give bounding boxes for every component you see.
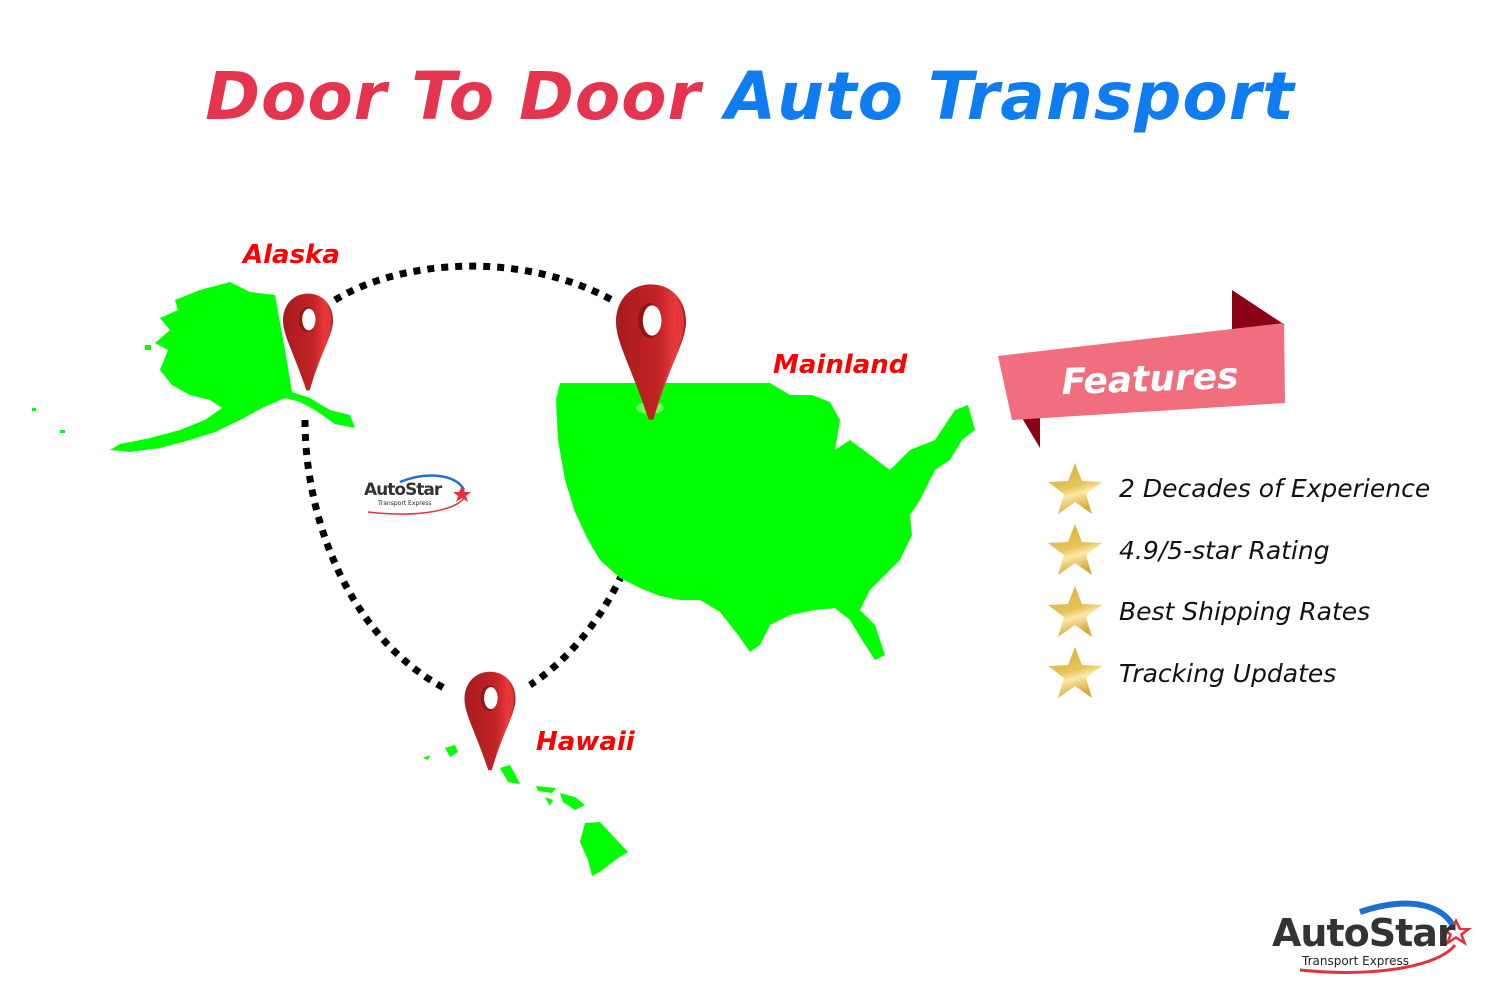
- title-part-red: Door To Door: [205, 58, 702, 135]
- feature-label: 2 Decades of Experience: [1119, 474, 1431, 504]
- features-ribbon: [998, 290, 1285, 448]
- title-part-blue: Auto Transport: [725, 58, 1295, 135]
- feature-label: Tracking Updates: [1119, 658, 1337, 688]
- feature-item: Best Shipping Rates: [1045, 581, 1430, 643]
- mainland-shape: [556, 383, 975, 660]
- region-label-alaska: Alaska: [243, 240, 340, 270]
- alaska-shape: [32, 282, 355, 452]
- hawaii-shape: [423, 745, 628, 876]
- region-label-mainland: Mainland: [773, 350, 908, 380]
- autostar-logo-large: AutoStar Transport Express: [1272, 911, 1456, 968]
- feature-list: 2 Decades of Experience 4.9/5-star Ratin…: [1045, 458, 1430, 704]
- autostar-logo-small: [367, 474, 471, 515]
- page-title: Door To Door Auto Transport: [0, 52, 1500, 142]
- route-alaska-mainland: [333, 262, 614, 304]
- autostar-logo-small-text: AutoStar Transport Express: [364, 480, 442, 508]
- region-label-hawaii: Hawaii: [536, 727, 635, 757]
- brand-name: AutoStar: [1272, 911, 1456, 955]
- map-pin-icon-hawaii: [464, 671, 516, 771]
- brand-tagline: Transport Express: [1302, 954, 1409, 968]
- brand-name: AutoStar: [364, 480, 442, 500]
- feature-label: Best Shipping Rates: [1119, 597, 1371, 627]
- route-alaska-hawaii: [301, 419, 450, 694]
- brand-tagline: Transport Express: [378, 500, 432, 507]
- features-heading: Features: [1060, 355, 1240, 404]
- gold-star-icon: [1048, 524, 1102, 576]
- gold-star-icon: [1048, 462, 1102, 514]
- feature-item: 2 Decades of Experience: [1045, 458, 1430, 520]
- map-pin-icon-alaska: [283, 293, 333, 391]
- feature-item: Tracking Updates: [1045, 643, 1430, 705]
- gold-star-icon: [1048, 647, 1102, 699]
- gold-star-icon: [1048, 585, 1102, 637]
- feature-label: 4.9/5-star Rating: [1119, 535, 1330, 565]
- autostar-logo-large-mark: [1299, 900, 1472, 974]
- feature-item: 4.9/5-star Rating: [1045, 520, 1430, 582]
